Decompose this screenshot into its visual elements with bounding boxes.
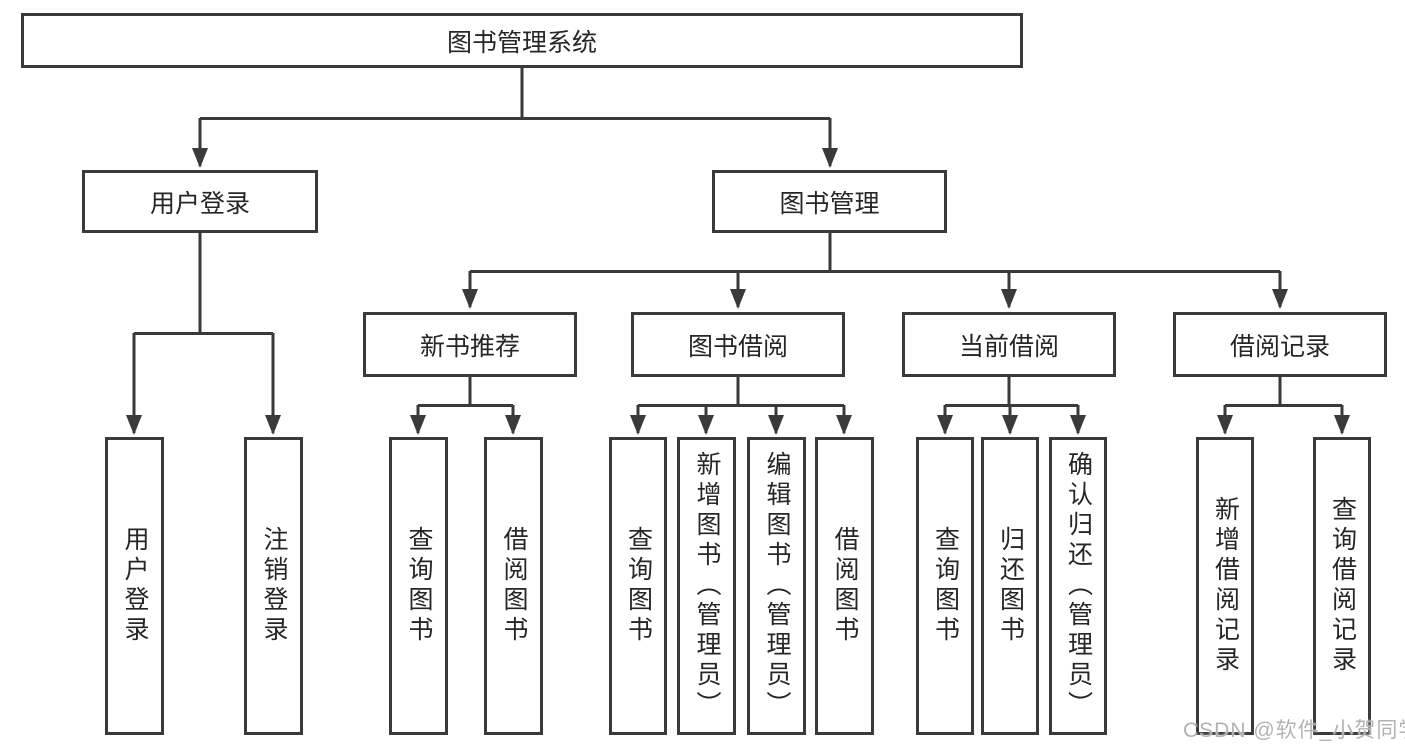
leaf-query-books-borrow-label: 查询图书 (624, 526, 653, 646)
leaf-edit-book-admin-label: 编辑图书（管理员） (763, 451, 791, 721)
leaf-user-login-label: 用户登录 (121, 526, 149, 646)
node-book-management-label: 图书管理 (779, 189, 880, 218)
leaf-logout: 注销登录 (244, 437, 303, 735)
leaf-query-borrow-record: 查询借阅记录 (1313, 437, 1371, 735)
node-book-borrow-label: 图书借阅 (687, 332, 788, 361)
node-borrow-records: 借阅记录 (1173, 312, 1387, 377)
leaf-add-borrow-record-label: 新增借阅记录 (1211, 496, 1240, 676)
node-new-book-recommend-label: 新书推荐 (419, 332, 520, 361)
leaf-borrow-books-label: 借阅图书 (831, 526, 859, 646)
node-borrow-records-label: 借阅记录 (1229, 332, 1330, 361)
leaf-return-books-label: 归还图书 (996, 526, 1025, 646)
leaf-confirm-return-admin-label: 确认归还（管理员） (1064, 451, 1093, 721)
leaf-user-login: 用户登录 (105, 437, 164, 735)
leaf-add-book-admin: 新增图书（管理员） (677, 437, 736, 735)
node-library-system: 图书管理系统 (21, 13, 1023, 68)
node-user-login: 用户登录 (82, 170, 318, 233)
leaf-add-borrow-record: 新增借阅记录 (1196, 437, 1254, 735)
leaf-query-books-current-label: 查询图书 (931, 526, 960, 646)
node-user-login-label: 用户登录 (149, 189, 250, 218)
leaf-query-books-recommend: 查询图书 (389, 437, 448, 735)
node-current-borrow-label: 当前借阅 (958, 332, 1059, 361)
leaf-query-books-current: 查询图书 (916, 437, 974, 735)
leaf-borrow-books-recommend: 借阅图书 (484, 437, 543, 735)
leaf-query-borrow-record-label: 查询借阅记录 (1328, 496, 1357, 676)
leaf-query-books-borrow: 查询图书 (609, 437, 667, 735)
node-library-system-label: 图书管理系统 (446, 28, 597, 57)
leaf-query-books-recommend-label: 查询图书 (405, 526, 433, 646)
csdn-watermark: CSDN @软件_小贺同学 (1183, 719, 1405, 742)
leaf-borrow-books-recommend-label: 借阅图书 (500, 526, 528, 646)
leaf-borrow-books: 借阅图书 (815, 437, 874, 735)
leaf-confirm-return-admin: 确认归还（管理员） (1049, 437, 1107, 735)
leaf-logout-label: 注销登录 (260, 526, 288, 646)
leaf-add-book-admin-label: 新增图书（管理员） (693, 451, 721, 721)
node-book-borrow: 图书借阅 (631, 312, 845, 377)
node-current-borrow: 当前借阅 (902, 312, 1116, 377)
leaf-edit-book-admin: 编辑图书（管理员） (747, 437, 806, 735)
node-new-book-recommend: 新书推荐 (363, 312, 577, 377)
leaf-return-books: 归还图书 (981, 437, 1039, 735)
node-book-management: 图书管理 (712, 170, 947, 233)
